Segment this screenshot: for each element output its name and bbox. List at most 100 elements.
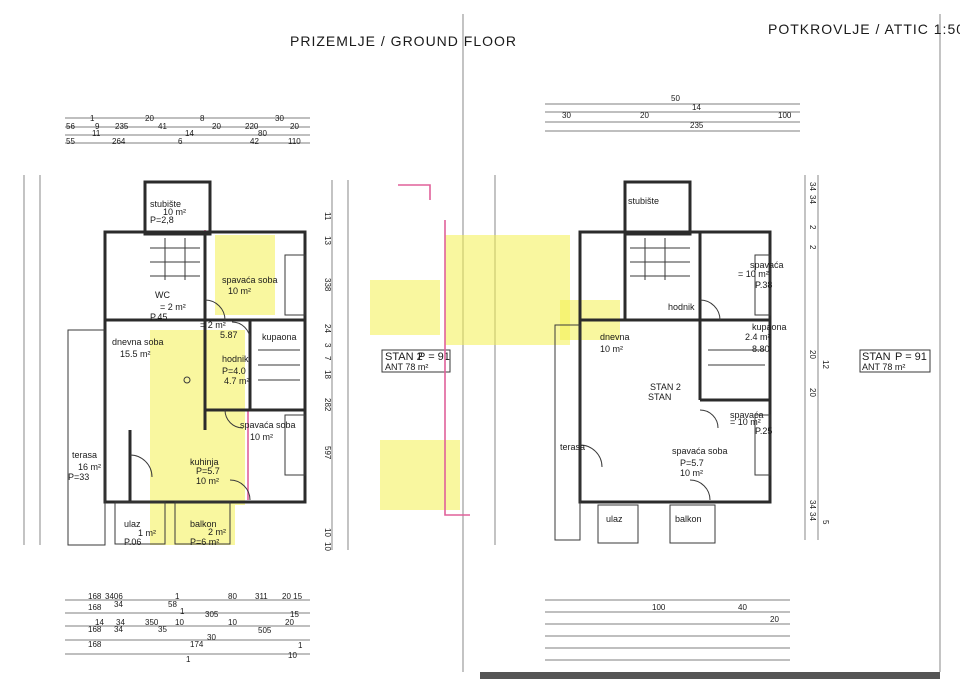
dimension-label: 1: [90, 114, 95, 123]
dimension-label: = 10 m²: [738, 269, 769, 279]
dimension-label: P=5.7: [196, 466, 220, 476]
left-walls: [67, 180, 307, 546]
dimension-label: 20: [770, 615, 779, 624]
dimension-label: 5.87: [220, 330, 238, 340]
dimension-label: 168: [88, 625, 102, 634]
dimension-label: 305: [205, 610, 219, 619]
dimension-label: 35: [158, 625, 167, 634]
dimension-label: 2: [808, 245, 817, 250]
dimension-label: 34: [114, 600, 123, 609]
dimension-label: 24: [323, 324, 332, 333]
dimension-label: 1: [180, 607, 185, 616]
room-name: spavaća soba: [222, 275, 278, 285]
dimension-label: 14: [692, 103, 701, 112]
right-side-dimensions: 34 34 2 2 20 12 20 5 34 34: [804, 175, 830, 540]
dimension-label: 50: [671, 94, 680, 103]
dimension-label: 2.4 m²: [745, 332, 771, 342]
right-sheet-title: POTKROVLJE / ATTIC 1:50: [768, 21, 960, 37]
dimension-label: 10 m²: [196, 476, 219, 486]
left-right-dimensions: 11 13 338 24 3 7 18 282 597 10 10: [323, 180, 349, 551]
dimension-label: 55: [66, 137, 75, 146]
dimension-label: P.38: [755, 280, 772, 290]
dimension-label: 174: [190, 640, 204, 649]
dimension-label: 34: [808, 182, 817, 191]
room-name: kuhinja: [190, 457, 219, 467]
room-name: balkon: [675, 514, 702, 524]
dimension-label: 5: [821, 520, 830, 525]
dimension-label: 2 m²: [208, 527, 226, 537]
dimension-label: 10 m²: [680, 468, 703, 478]
dimension-label: 235: [690, 121, 704, 130]
dimension-label: 10 m²: [250, 432, 273, 442]
dimension-label: 34: [808, 512, 817, 521]
dimension-label: 2: [808, 225, 817, 230]
dimension-label: 100: [652, 603, 666, 612]
dimension-label: STAN 2: [385, 351, 423, 363]
dimension-label: 1 m²: [138, 528, 156, 538]
dimension-label: P = 91: [895, 351, 927, 363]
dimension-label: 30: [562, 111, 571, 120]
left-top-dimensions: 1 20 8 30 56 9 235 41 20 220 20 11 14 80…: [65, 114, 310, 146]
room-name: dnevna: [600, 332, 630, 342]
dimension-label: 311: [255, 592, 268, 601]
right-top-dimensions: 50 14 30 20 235 100: [545, 94, 800, 132]
room-name: kupaona: [752, 322, 787, 332]
room-name: ulaz: [606, 514, 623, 524]
room-name: STAN 2: [650, 382, 681, 392]
dimension-label: = 2 m²: [160, 302, 186, 312]
room-name: hodnik: [668, 302, 695, 312]
room-name: ulaz: [124, 519, 141, 529]
room-name: stubište: [150, 199, 181, 209]
dimension-label: ANT 78 m²: [385, 362, 428, 372]
dimension-label: 1: [186, 655, 191, 664]
dimension-label: 42: [250, 137, 259, 146]
dimension-label: 264: [112, 137, 126, 146]
dimension-label: 6: [178, 137, 183, 146]
left-room-labels: stubište 10 m² P=2,8 WC = 2 m² P.45 spav…: [68, 199, 297, 547]
dimension-label: 597: [323, 446, 332, 460]
room-name: kupaona: [262, 332, 297, 342]
room-name: spavaća: [750, 260, 784, 270]
dimension-label: 282: [323, 398, 332, 412]
dimension-label: 338: [323, 278, 332, 292]
dimension-label: 10: [288, 651, 297, 660]
dimension-label: 7: [323, 356, 332, 361]
dimension-label: P = 91: [418, 351, 450, 363]
dimension-label: 168: [88, 592, 102, 601]
right-sheet: POTKROVLJE / ATTIC 1:50 50 14 30 20 235 …: [370, 14, 960, 679]
dimension-label: 20: [640, 111, 649, 120]
left-bottom-dimensions: 168 3406 1 80 311 20 15 168 34 58 1 305 …: [65, 592, 310, 664]
dimension-label: 100: [778, 111, 792, 120]
dimension-label: 11: [323, 212, 332, 221]
right-bottom-dimensions: 100 40 20: [545, 599, 790, 661]
dimension-label: 8.80: [752, 344, 770, 354]
room-name: stubište: [628, 196, 659, 206]
dimension-label: 20 15: [282, 592, 303, 601]
right-apartment-summary: STAN P = 91 ANT 78 m²: [859, 349, 931, 373]
room-name: WC: [155, 290, 170, 300]
dimension-label: P=2,8: [150, 215, 174, 225]
dimension-label: 14: [185, 129, 194, 138]
right-room-labels: stubište spavaća = 10 m² P.38 hodnik kup…: [560, 196, 787, 524]
dimension-label: 30: [207, 633, 216, 642]
dimension-label: 15.5 m²: [120, 349, 151, 359]
dimension-label: 168: [88, 603, 102, 612]
dimension-label: 10 m²: [600, 344, 623, 354]
dimension-label: 34: [808, 195, 817, 204]
dimension-label: 168: [88, 640, 102, 649]
dimension-label: 13: [323, 236, 332, 245]
dimension-label: P=4.0: [222, 366, 246, 376]
dimension-label: 10 m²: [163, 207, 186, 217]
dimension-label: 3406: [105, 592, 123, 601]
dimension-label: P.45: [150, 312, 167, 322]
dimension-label: 56: [66, 122, 75, 131]
dimension-label: 18: [323, 370, 332, 379]
dimension-label: 4.7 m²: [224, 376, 250, 386]
dimension-label: 20: [212, 122, 221, 131]
dimension-label: 8: [200, 114, 205, 123]
dimension-label: 20: [145, 114, 154, 123]
dimension-label: 80: [258, 129, 267, 138]
dimension-label: 10: [175, 618, 184, 627]
dimension-label: 220: [245, 122, 259, 131]
